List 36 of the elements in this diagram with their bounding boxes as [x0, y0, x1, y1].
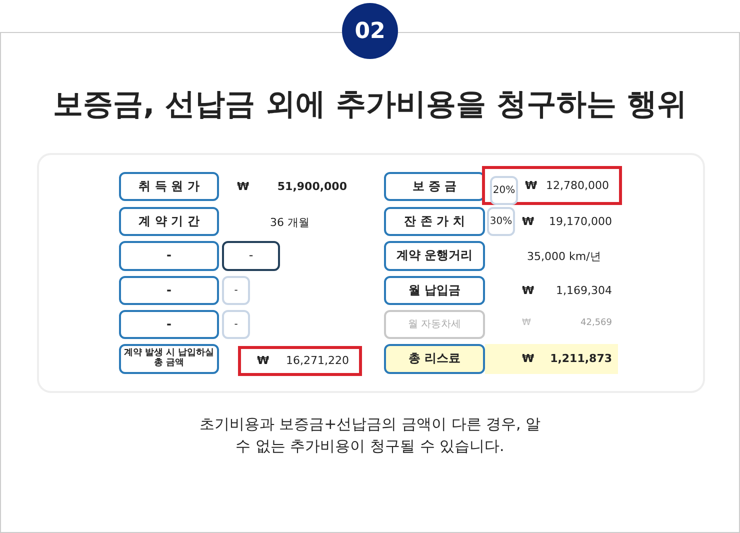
input-field: 30%	[487, 207, 515, 236]
duration-value: 36 개월	[270, 215, 310, 230]
field-label: -	[119, 310, 219, 339]
field-label: 보 증 금	[384, 172, 485, 201]
currency-symbol: ₩	[522, 352, 534, 365]
step-badge: 02	[342, 3, 398, 59]
field-label: 계약 운행거리	[384, 241, 485, 271]
input-field: 20%	[490, 176, 518, 205]
amount-value: 1,169,304	[556, 284, 612, 297]
caption-text: 초기비용과 보증금+선납금의 금액이 다른 경우, 알 수 없는 추가비용이 청구될 수 있습니다.	[198, 414, 542, 457]
currency-symbol: ₩	[257, 354, 270, 367]
field-label: 잔 존 가 치	[384, 207, 485, 236]
currency-symbol: ₩	[525, 178, 538, 192]
amount-value: 12,780,000	[546, 178, 609, 192]
field-label: 계약 발생 시 납입하실 총 금액	[119, 344, 219, 374]
amount-value: 42,569	[580, 318, 612, 328]
amount-value: 19,170,000	[549, 215, 612, 228]
input-field: -	[222, 241, 280, 271]
distance-value: 35,000 km/년	[527, 249, 601, 264]
field-label: 취 득 원 가	[119, 172, 219, 201]
input-field: -	[222, 276, 250, 305]
field-label: 총 리스료	[384, 344, 485, 374]
page-title: 보증금, 선납금 외에 추가비용을 청구하는 행위	[53, 87, 687, 122]
field-label: 월 자동차세	[384, 310, 485, 339]
field-label: -	[119, 241, 219, 271]
amount-value: 16,271,220	[286, 354, 349, 367]
field-label: 월 납입금	[384, 276, 485, 305]
currency-symbol: ₩	[522, 215, 534, 228]
input-field: -	[222, 310, 250, 339]
currency-symbol: ₩	[522, 284, 534, 297]
field-label: 계 약 기 간	[119, 207, 219, 236]
currency-symbol: ₩	[237, 180, 250, 193]
amount-value: 1,211,873	[550, 352, 612, 365]
currency-symbol: ₩	[522, 318, 531, 328]
field-label: -	[119, 276, 219, 305]
amount-value: 51,900,000	[277, 180, 347, 193]
